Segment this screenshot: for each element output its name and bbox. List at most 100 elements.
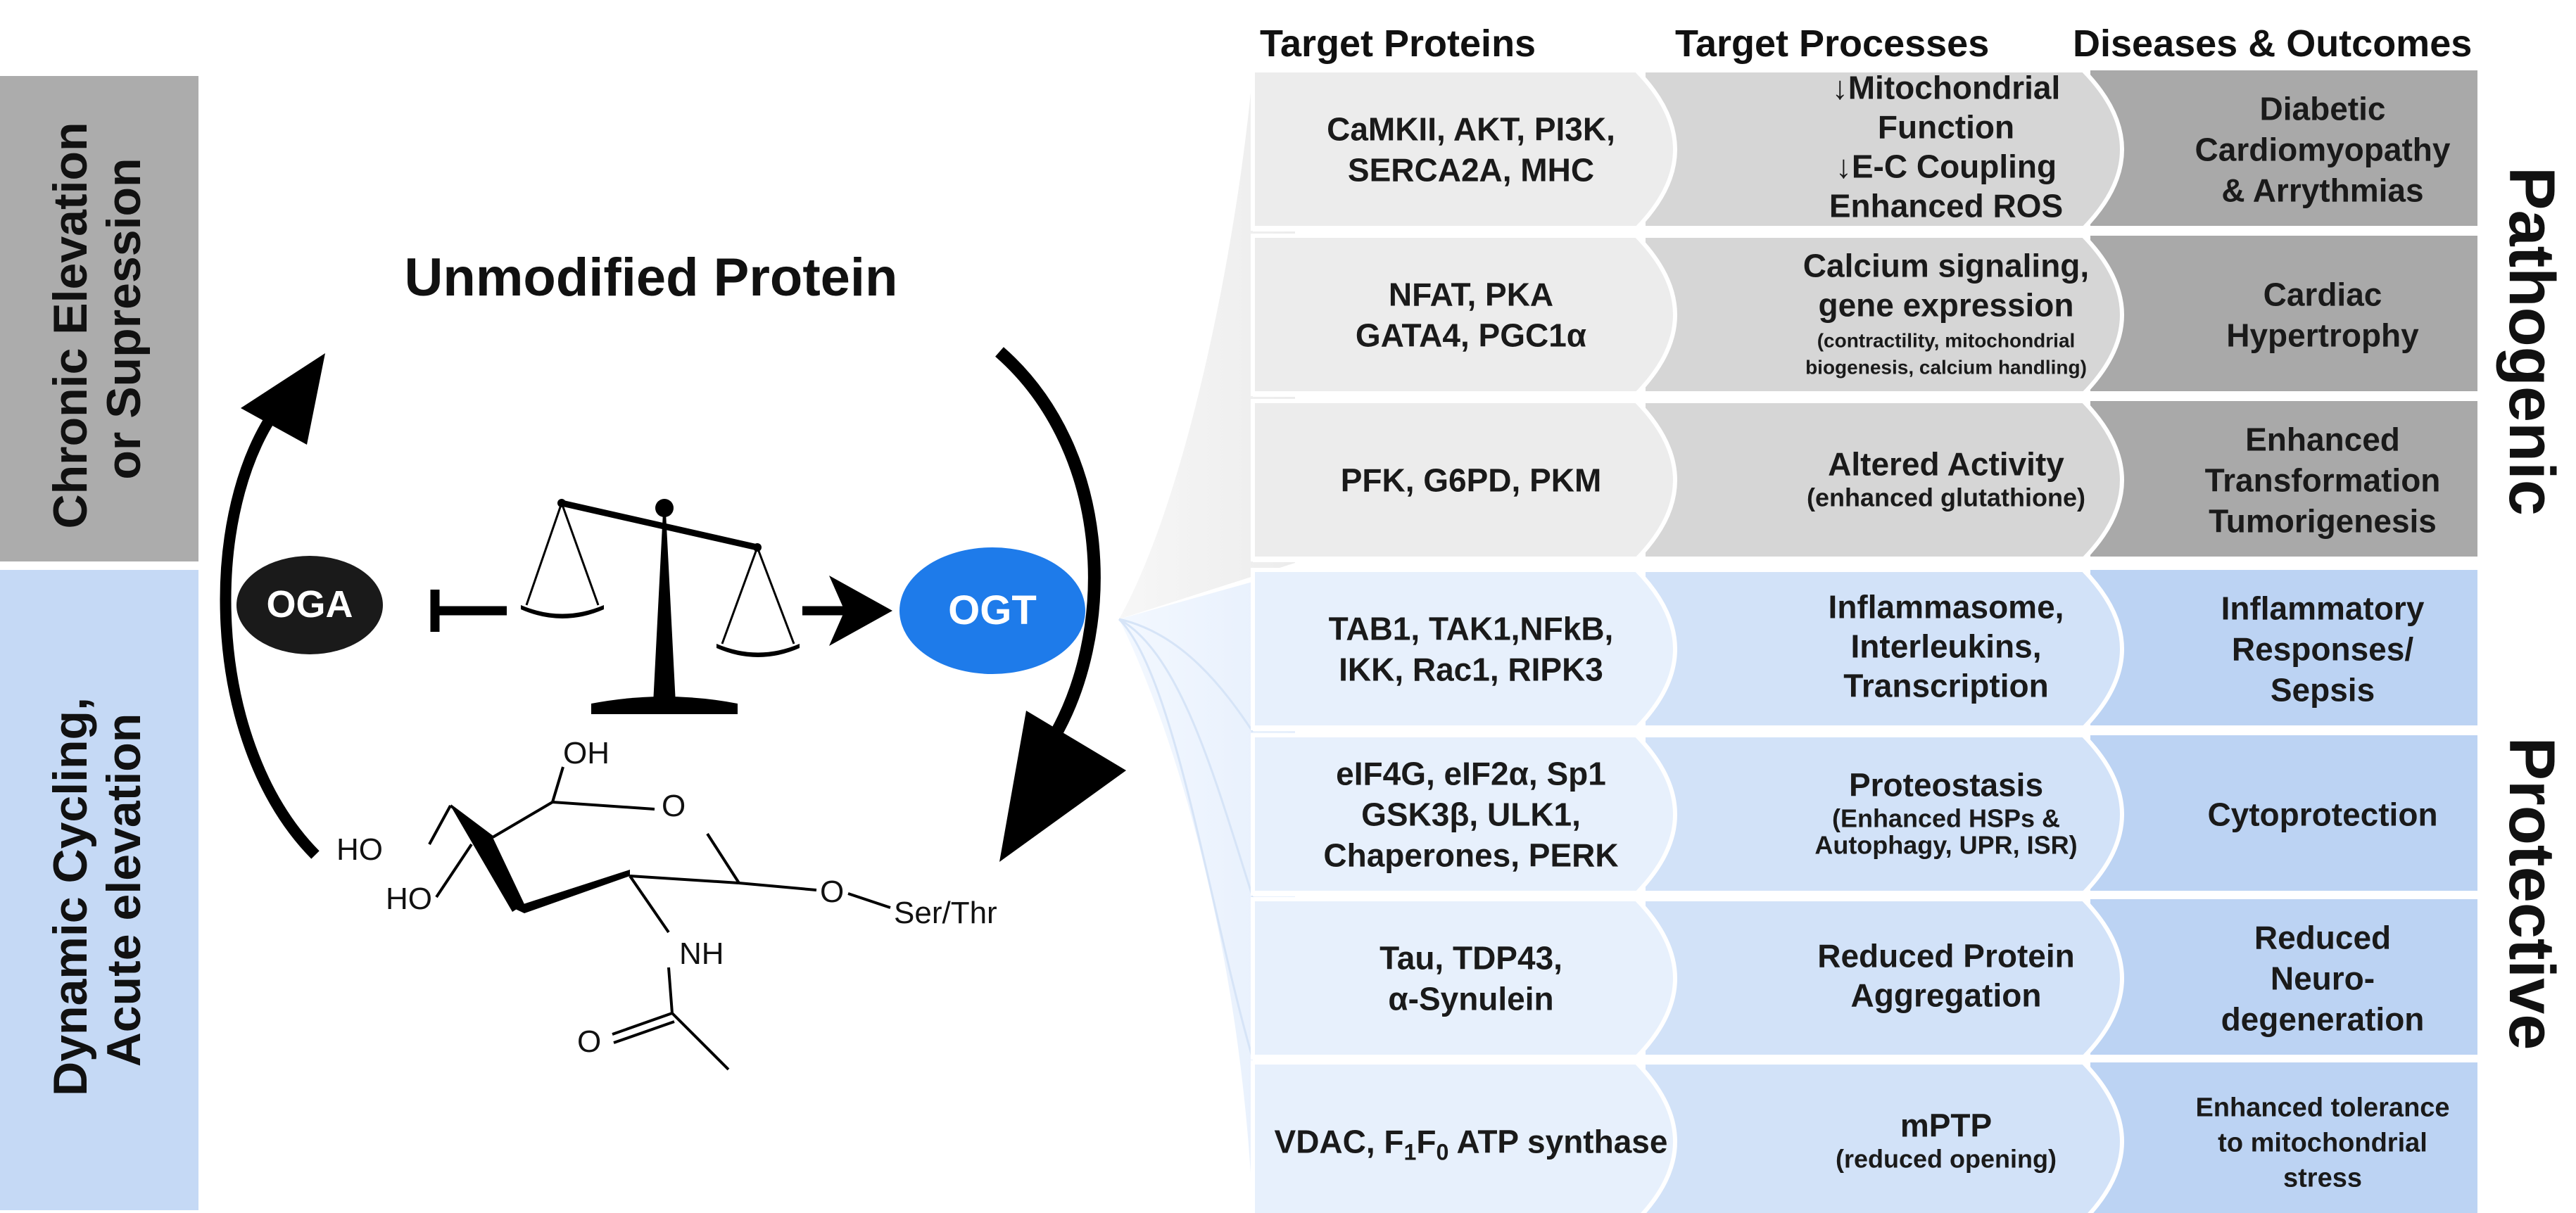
process-line: Function: [1878, 109, 2014, 146]
protein-cell-bg: [1251, 733, 1677, 896]
chem-nh: NH: [679, 936, 724, 971]
arrowhead-up-icon: [241, 353, 325, 445]
process-detail-line: (enhanced glutathione): [1807, 483, 2085, 512]
outcome-detail-line: Enhanced tolerance: [2195, 1093, 2449, 1123]
outcome-cell-bg: [2090, 401, 2477, 559]
glcnac-structure: OH O HO HO NH O Ser/Thr O: [336, 736, 997, 1071]
outcome-detail-line: stress: [2283, 1164, 2362, 1193]
cycle-arrow-left: [220, 353, 325, 859]
outcome-line: Diabetic: [2260, 91, 2386, 127]
process-line: ↓E-C Coupling: [1836, 148, 2057, 185]
oga-label: OGA: [266, 583, 353, 625]
protein-line: GSK3β, ULK1,: [1361, 796, 1581, 833]
left-band-dynamic: Dynamic Cycling, Acute elevation: [0, 570, 198, 1210]
chem-o-ring: O: [662, 789, 686, 823]
outcome-cell-bg: [2090, 1062, 2477, 1213]
process-detail-line: (reduced opening): [1836, 1145, 2057, 1174]
protein-line: IKK, Rac1, RIPK3: [1339, 652, 1603, 688]
dynamic-band-bg: [0, 570, 198, 1210]
process-detail-line: (contractility, mitochondrial: [1817, 330, 2076, 352]
balance-scale-icon: [521, 499, 800, 714]
protein-line: GATA4, PGC1α: [1356, 317, 1586, 354]
process-line: ↓Mitochondrial: [1832, 70, 2061, 106]
outcome-cell-bg: [2090, 735, 2477, 894]
process-line: mPTP: [1900, 1107, 1992, 1144]
label-protective: Protective: [2496, 737, 2568, 1050]
outcome-line: Transformation: [2205, 462, 2441, 499]
process-line: Proteostasis: [1849, 767, 2043, 804]
outcome-line: Enhanced: [2245, 421, 2400, 458]
cycle-arrow-right: [995, 347, 1126, 862]
protein-line: eIF4G, eIF2α, Sp1: [1336, 756, 1606, 792]
process-detail-line: biogenesis, calcium handling): [1805, 357, 2087, 379]
process-line: Interleukins,: [1851, 628, 2042, 665]
arrowhead-down-icon: [999, 711, 1126, 862]
protein-cell-bg: [1251, 234, 1677, 396]
left-band-chronic: Chronic Elevation or Supression: [0, 76, 198, 561]
chem-ho-left: HO: [336, 832, 383, 867]
outcome-line: Reduced: [2254, 920, 2391, 956]
protein-cell-bg: [1251, 1060, 1677, 1213]
protein-line: SERCA2A, MHC: [1348, 152, 1594, 189]
protein-cell-bg: [1251, 568, 1677, 730]
process-line: Enhanced ROS: [1829, 188, 2063, 224]
header-diseases-outcomes: Diseases & Outcomes: [2073, 23, 2472, 65]
fan-lines: [1118, 618, 1254, 1060]
process-cell-bg: [1641, 897, 2124, 1060]
dynamic-band-label: Dynamic Cycling, Acute elevation: [44, 684, 151, 1096]
unmodified-protein-title: Unmodified Protein: [405, 248, 898, 307]
process-cell-bg: [1641, 733, 2124, 896]
arrow-to-ogt: [802, 576, 892, 646]
outcome-table: CaMKII, AKT, PI3K,SERCA2A, MHC↓Mitochond…: [1251, 68, 2477, 1213]
ogt-node: OGT: [899, 547, 1085, 674]
outcome-line: Cytoprotection: [2207, 796, 2437, 833]
header-target-processes: Target Processes: [1675, 23, 1989, 65]
process-detail-line: Autophagy, UPR, ISR): [1814, 831, 2077, 860]
protein-line: TAB1, TAK1,NFkB,: [1329, 611, 1614, 647]
process-cell-bg: [1641, 399, 2124, 561]
chem-ho-lower: HO: [386, 882, 432, 916]
process-cell-bg: [1641, 568, 2124, 730]
table-row: TAB1, TAK1,NFkB, IKK, Rac1, RIPK3 Inflamma…: [1251, 568, 2477, 731]
outcome-line: Cardiomyopathy: [2195, 132, 2451, 168]
process-line: Aggregation: [1851, 977, 2042, 1014]
table-row: CaMKII, AKT, PI3K,SERCA2A, MHC↓Mitochond…: [1251, 68, 2477, 231]
outcome-line: Hypertrophy: [2226, 317, 2419, 354]
chem-o-link: O: [820, 875, 844, 909]
process-line: Inflammasome,: [1829, 589, 2064, 625]
outcome-line: Inflammatory: [2221, 590, 2425, 627]
protein-line: PFK, G6PD, PKM: [1341, 462, 1602, 499]
protein-line: Tau, TDP43,: [1379, 940, 1562, 977]
ogt-ellipse: [899, 547, 1085, 674]
outcome-line: Sepsis: [2271, 672, 2375, 709]
outcome-line: Neuro-: [2271, 960, 2375, 997]
chem-oh-top: OH: [563, 736, 610, 770]
process-line: gene expression: [1818, 287, 2073, 324]
label-pathogenic: Pathogenic: [2496, 167, 2568, 516]
process-cell-bg: [1641, 1060, 2124, 1213]
outcome-line: & Arrythmias: [2221, 172, 2423, 209]
outcome-cell-bg: [2090, 899, 2477, 1058]
outcome-cell-bg: [2090, 570, 2477, 728]
process-line: Calcium signaling,: [1803, 248, 2089, 284]
chronic-band-bg: [0, 76, 198, 561]
process-cell-bg: [1641, 234, 2124, 396]
process-line: Transcription: [1843, 668, 2048, 704]
chem-ser-thr: Ser/Thr: [894, 896, 997, 930]
outcome-line: degeneration: [2221, 1001, 2425, 1038]
outcome-line: Tumorigenesis: [2209, 503, 2437, 540]
process-line: Reduced Protein: [1817, 938, 2075, 974]
outcome-line: Responses/: [2232, 631, 2413, 668]
protein-line: Chaperones, PERK: [1323, 837, 1618, 874]
process-cell-bg: [1641, 68, 2124, 231]
protein-cell-bg: [1251, 68, 1677, 231]
arrowhead-right-icon: [829, 576, 892, 646]
outcome-cell-bg: [2090, 70, 2477, 229]
protein-cell-bg: [1251, 399, 1677, 561]
oga-ellipse: [236, 556, 383, 654]
